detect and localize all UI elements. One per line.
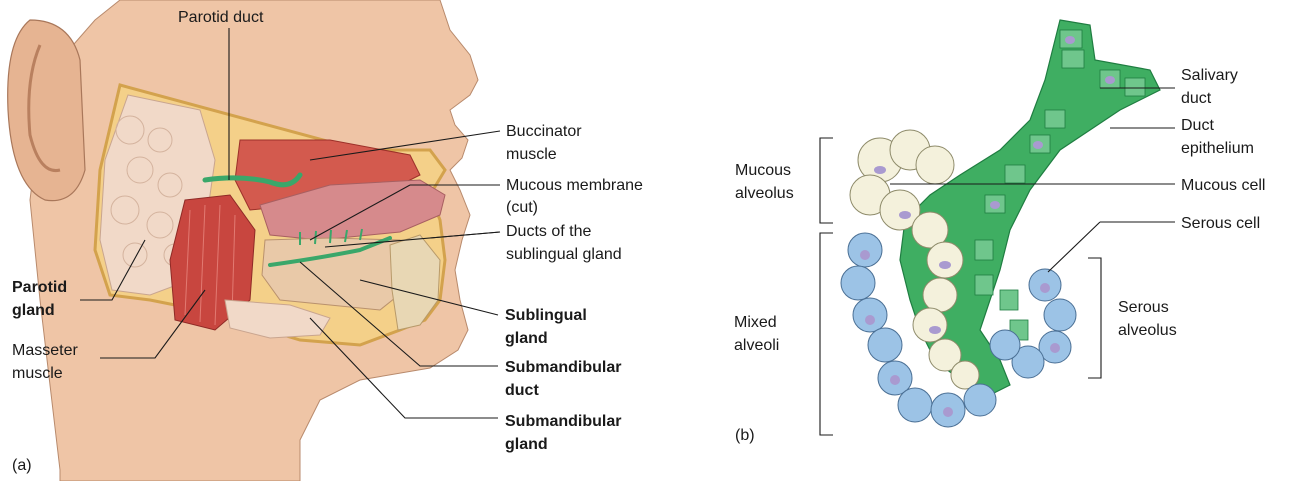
label-ducts-sublingual-1: Ducts of the [506,223,591,240]
label-sublingual-gland-2: gland [505,330,548,347]
label-salivary-duct-1: Salivary [1181,67,1238,84]
label-buccinator-2: muscle [506,146,557,163]
label-mixed-alveoli-2: alveoli [734,337,779,354]
label-masseter-1: Masseter [12,342,78,359]
label-buccinator-1: Buccinator [506,123,582,140]
label-submandibular-gland-1: Submandibular [505,413,621,430]
label-mucous-membrane-2: (cut) [506,199,538,216]
label-parotid-gland-1: Parotid [12,279,67,296]
bracket-mucous-alveolus [820,138,833,223]
label-serous-alveolus-1: Serous [1118,299,1169,316]
label-parotid-duct: Parotid duct [178,9,264,26]
leader-serous-cell-2 [1048,222,1100,272]
ear [8,20,85,201]
label-serous-cell: Serous cell [1181,215,1260,232]
label-submandibular-gland-2: gland [505,436,548,453]
label-duct-epithelium-2: epithelium [1181,140,1254,157]
label-duct-epithelium-1: Duct [1181,117,1214,134]
label-ducts-sublingual-2: sublingual gland [506,246,622,263]
panel-b-tag: (b) [735,427,755,444]
label-mucous-membrane-1: Mucous membrane [506,177,643,194]
label-mixed-alveoli-1: Mixed [734,314,777,331]
label-submandibular-duct-1: Submandibular [505,359,621,376]
label-mucous-alveolus-2: alveolus [735,185,794,202]
alveoli-illustration [841,20,1160,427]
label-sublingual-gland-1: Sublingual [505,307,587,324]
panel-a-tag: (a) [12,457,32,474]
label-mucous-alveolus-1: Mucous [735,162,791,179]
label-salivary-duct-2: duct [1181,90,1212,107]
bracket-mixed-alveoli [820,233,833,435]
bracket-serous-alveolus [1088,258,1101,378]
label-submandibular-duct-2: duct [505,382,539,399]
label-mucous-cell: Mucous cell [1181,177,1265,194]
label-serous-alveolus-2: alveolus [1118,322,1177,339]
head-illustration [8,0,478,481]
label-parotid-gland-2: gland [12,302,55,319]
label-masseter-2: muscle [12,365,63,382]
